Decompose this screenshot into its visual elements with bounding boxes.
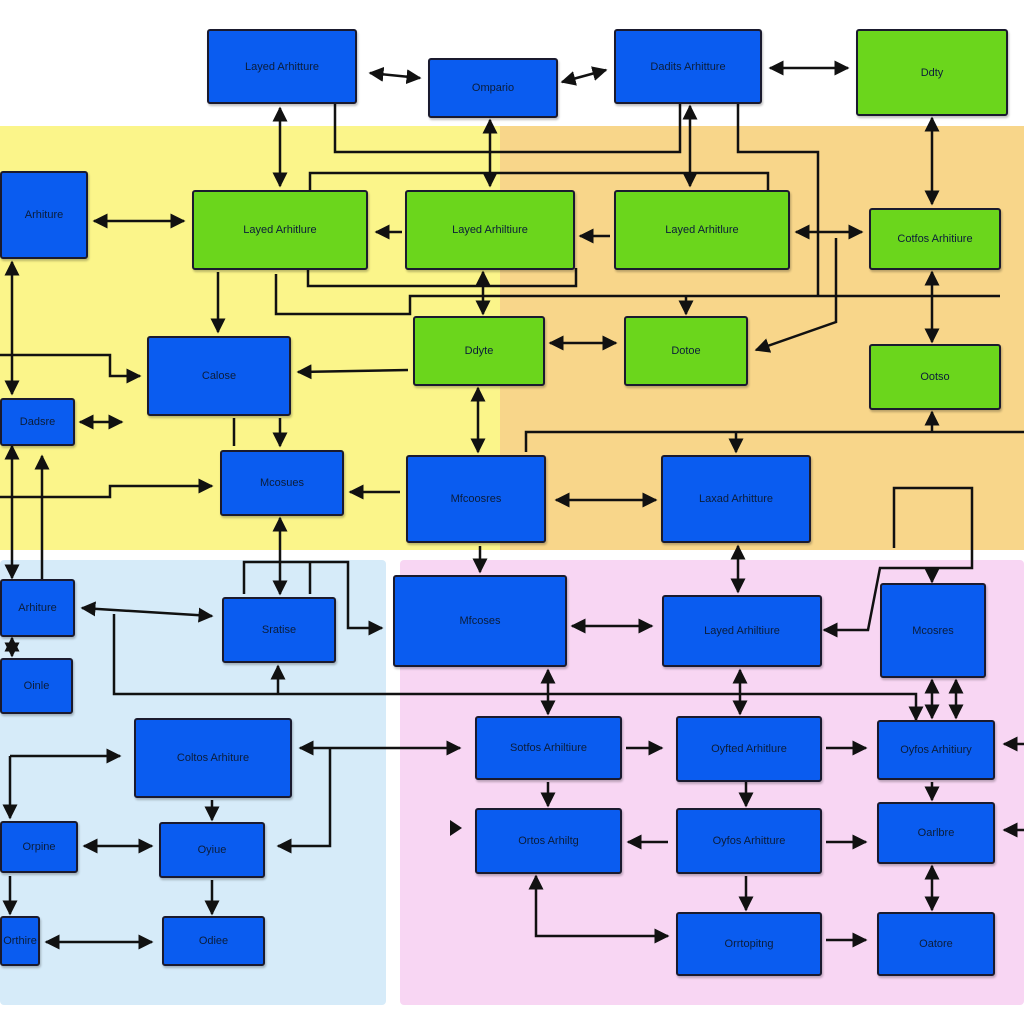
- node-label: Orrtopitng: [724, 938, 774, 950]
- node-label: Coltos Arhiture: [176, 752, 250, 764]
- node-label: Oinle: [23, 680, 50, 692]
- connector: [524, 430, 1024, 452]
- diagram-node[interactable]: Arhiture: [0, 171, 88, 259]
- diagram-node[interactable]: Layed Arhiltiure: [405, 190, 575, 270]
- diagram-node[interactable]: Dotoe: [624, 316, 748, 386]
- diagram-node[interactable]: Orrtopitng: [676, 912, 822, 976]
- node-label: Layed Arhiltiure: [704, 625, 780, 637]
- node-label: Orthire: [3, 935, 37, 947]
- diagram-node[interactable]: Sratise: [222, 597, 336, 663]
- diagram-node[interactable]: Layed Arhiltiure: [662, 595, 822, 667]
- diagram-node[interactable]: Dadsre: [0, 398, 75, 446]
- node-label: Oarlbre: [917, 827, 955, 839]
- node-label: Oyfos Arhitture: [712, 835, 786, 847]
- node-label: Mcosues: [259, 477, 305, 489]
- diagram-node[interactable]: Mfcoses: [393, 575, 567, 667]
- node-label: Mfcoses: [459, 615, 501, 627]
- node-label: Arhiture: [24, 209, 64, 221]
- diagram-node[interactable]: Oyfos Arhitiury: [877, 720, 995, 780]
- diagram-node[interactable]: Odiee: [162, 916, 265, 966]
- connector: [333, 104, 682, 154]
- node-label: Ootso: [920, 371, 950, 383]
- diagram-node[interactable]: Oatore: [877, 912, 995, 976]
- diagram-node[interactable]: Oyfos Arhitture: [676, 808, 822, 874]
- connector: [0, 353, 142, 384]
- node-label: Sratise: [261, 624, 297, 636]
- node-label: Mcosres: [912, 624, 954, 637]
- diagram-node[interactable]: Ompario: [428, 58, 558, 118]
- node-label: Ddty: [920, 66, 944, 79]
- node-label: Layed Arhitture: [245, 60, 319, 73]
- connector: [450, 820, 462, 836]
- node-label: Oyiue: [197, 844, 227, 856]
- diagram-node[interactable]: Mfcoosres: [406, 455, 546, 543]
- node-label: Layed Arhiltiure: [452, 224, 528, 236]
- connector: [80, 601, 214, 623]
- diagram-node[interactable]: Layed Arhitlure: [192, 190, 368, 270]
- connector: [822, 486, 974, 638]
- connector: [736, 104, 820, 295]
- node-label: Arhiture: [18, 602, 57, 614]
- diagram-node[interactable]: Arhiture: [0, 579, 75, 637]
- connector: [274, 274, 1000, 316]
- diagram-node[interactable]: Oarlbre: [877, 802, 995, 864]
- diagram-node[interactable]: Ddty: [856, 29, 1008, 116]
- diagram-node[interactable]: Layed Arhitture: [207, 29, 357, 104]
- node-label: Ortos Arhiltg: [518, 835, 579, 847]
- node-label: Orpine: [22, 841, 56, 853]
- diagram-node[interactable]: Orpine: [0, 821, 78, 873]
- node-label: Mfcoosres: [450, 493, 502, 505]
- connector: [0, 478, 214, 499]
- diagram-node[interactable]: Dadits Arhitture: [614, 29, 762, 104]
- diagram-node[interactable]: Ortos Arhiltg: [475, 808, 622, 874]
- node-label: Cotfos Arhitiure: [897, 233, 973, 245]
- diagram-node[interactable]: Oyfted Arhitlure: [676, 716, 822, 782]
- node-label: Calose: [201, 370, 237, 382]
- connector: [560, 66, 608, 86]
- node-label: Sotfos Arhiltiure: [509, 742, 588, 754]
- diagram-node[interactable]: Ootso: [869, 344, 1001, 410]
- node-label: Layed Arhitlure: [665, 224, 739, 236]
- connector: [306, 268, 578, 288]
- connector: [754, 238, 838, 353]
- diagram-node[interactable]: Laxad Arhitture: [661, 455, 811, 543]
- node-label: Oatore: [919, 938, 953, 950]
- connector: [528, 874, 670, 944]
- node-label: Dadsre: [19, 416, 56, 428]
- diagram-node[interactable]: Calose: [147, 336, 291, 416]
- diagram-node[interactable]: Coltos Arhiture: [134, 718, 292, 798]
- node-label: Ddyte: [464, 345, 494, 357]
- connector: [308, 171, 770, 190]
- diagram-node[interactable]: Ddyte: [413, 316, 545, 386]
- node-label: Odiee: [198, 935, 229, 947]
- node-label: Oyfos Arhitiury: [900, 744, 972, 756]
- node-label: Dotoe: [671, 345, 701, 357]
- node-label: Dadits Arhitture: [650, 60, 726, 73]
- diagram-node[interactable]: Layed Arhitlure: [614, 190, 790, 270]
- diagram-node[interactable]: Oinle: [0, 658, 73, 714]
- diagram-node[interactable]: Sotfos Arhiltiure: [475, 716, 622, 780]
- connector: [296, 364, 409, 380]
- node-label: Laxad Arhitture: [699, 493, 773, 505]
- diagram-node[interactable]: Mcosres: [880, 583, 986, 678]
- node-label: Oyfted Arhitlure: [711, 743, 787, 755]
- node-label: Layed Arhitlure: [243, 224, 317, 236]
- connector: [276, 748, 332, 854]
- connector: [242, 560, 384, 636]
- diagram-node[interactable]: Mcosues: [220, 450, 344, 516]
- diagram-node[interactable]: Cotfos Arhitiure: [869, 208, 1001, 270]
- connector: [368, 66, 422, 85]
- diagram-node[interactable]: Orthire: [0, 916, 40, 966]
- node-label: Ompario: [471, 82, 515, 94]
- connector: [112, 614, 924, 722]
- diagram-node[interactable]: Oyiue: [159, 822, 265, 878]
